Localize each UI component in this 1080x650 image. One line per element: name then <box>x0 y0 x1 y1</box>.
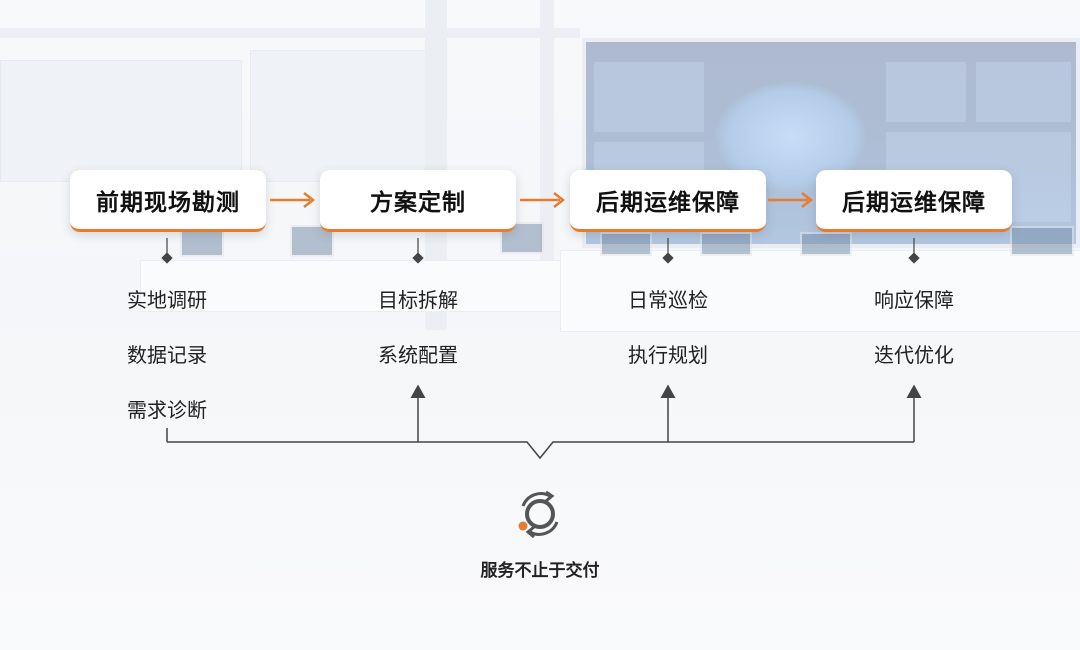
step4-item: 迭代优化 <box>874 343 954 367</box>
step-box-plan: 方案定制 <box>320 170 516 232</box>
step4-item: 响应保障 <box>874 288 954 312</box>
step-box-survey: 前期现场勘测 <box>70 170 266 232</box>
step-box-support: 后期运维保障 <box>816 170 1012 232</box>
step3-item: 日常巡检 <box>628 288 708 312</box>
step1-item: 数据记录 <box>127 343 207 367</box>
cycle-icon <box>510 484 570 544</box>
arrow-1 <box>270 192 316 208</box>
step-box-maintenance: 后期运维保障 <box>570 170 766 232</box>
arrow-2 <box>520 192 566 208</box>
step1-item: 实地调研 <box>127 288 207 312</box>
arrow-3 <box>768 192 814 208</box>
step3-item: 执行规划 <box>628 343 708 367</box>
footer-caption: 服务不止于交付 <box>480 561 600 581</box>
step1-item: 需求诊断 <box>127 398 207 422</box>
step2-item: 目标拆解 <box>378 288 458 312</box>
step2-item: 系统配置 <box>378 343 458 367</box>
